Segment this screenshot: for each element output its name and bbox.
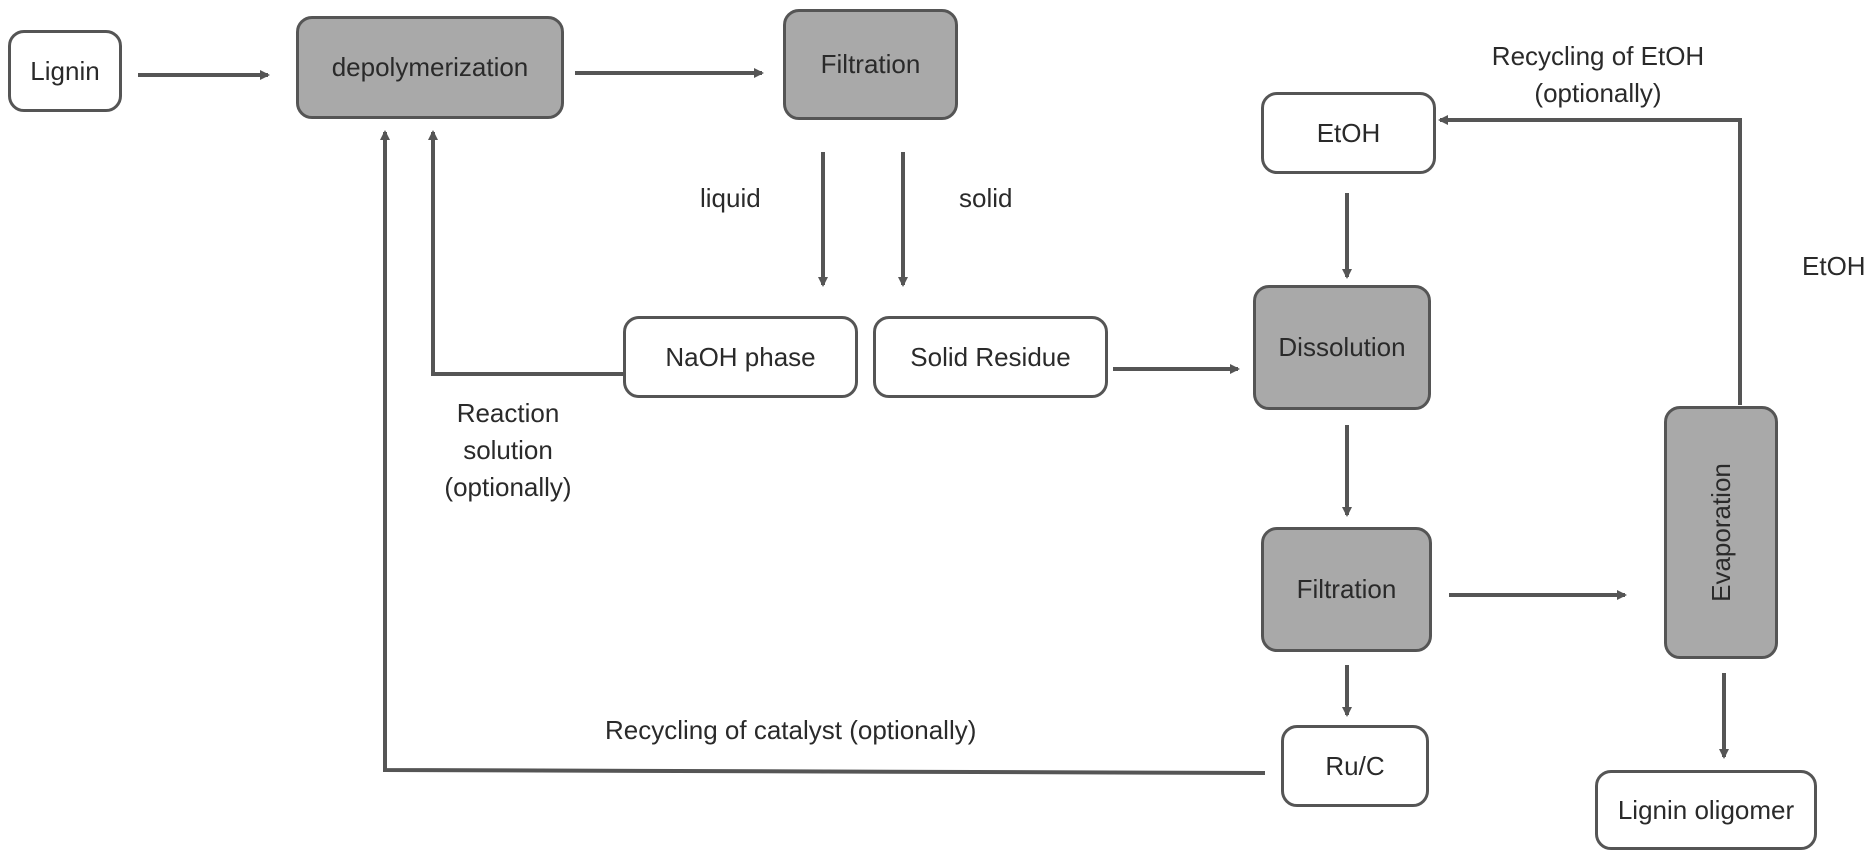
arrow-naoh-to-depolymerization: [433, 132, 623, 374]
label-recycling-etoh: Recycling of EtOH (optionally): [1448, 38, 1748, 112]
label-recycling-etoh-line2: (optionally): [1448, 75, 1748, 112]
label-reaction-line2: solution: [428, 432, 588, 469]
arrow-evaporation-to-etoh-recycle: [1440, 120, 1740, 405]
label-recycling-etoh-line1: Recycling of EtOH: [1448, 38, 1748, 75]
node-etoh-top: EtOH: [1261, 92, 1436, 174]
label-solid: solid: [959, 180, 1012, 217]
label-liquid: liquid: [700, 180, 761, 217]
node-lignin-oligomer: Lignin oligomer: [1595, 770, 1817, 850]
label-reaction-solution: Reaction solution (optionally): [428, 395, 588, 506]
node-evaporation: Evaporation: [1664, 406, 1778, 659]
label-reaction-line3: (optionally): [428, 469, 588, 506]
node-filtration-top: Filtration: [783, 9, 958, 120]
node-naoh-phase: NaOH phase: [623, 316, 858, 398]
node-dissolution: Dissolution: [1253, 285, 1431, 410]
node-lignin: Lignin: [8, 30, 122, 112]
evaporation-label: Evaporation: [1706, 463, 1737, 602]
label-etoh-side: EtOH: [1802, 248, 1866, 285]
label-recycling-catalyst: Recycling of catalyst (optionally): [605, 712, 976, 749]
node-filtration-bottom: Filtration: [1261, 527, 1432, 652]
node-solid-residue: Solid Residue: [873, 316, 1108, 398]
label-reaction-line1: Reaction: [428, 395, 588, 432]
node-ru-c: Ru/C: [1281, 725, 1429, 807]
node-depolymerization: depolymerization: [296, 16, 564, 119]
